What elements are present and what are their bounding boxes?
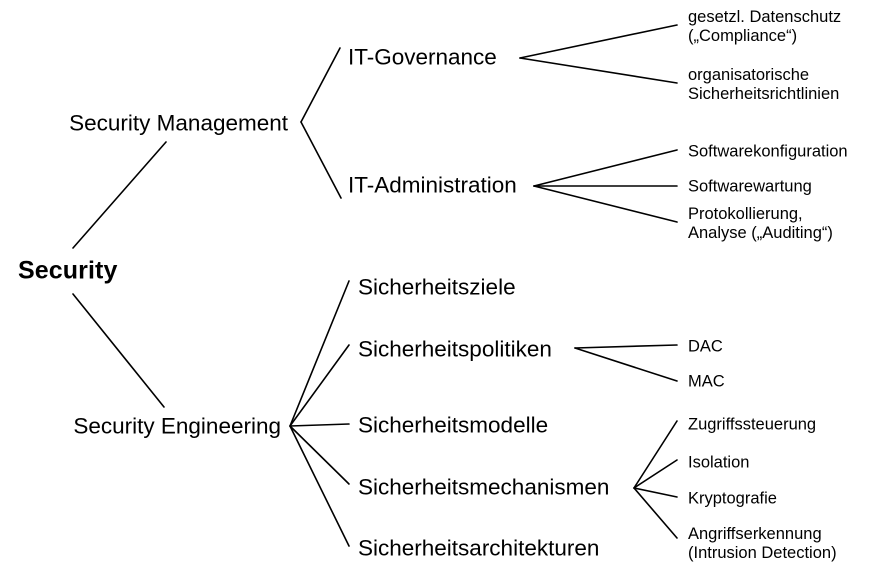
- node-admin: IT-Administration: [348, 172, 517, 198]
- node-eng: Security Engineering: [73, 413, 281, 439]
- node-mac: MAC: [688, 372, 725, 391]
- node-ds: gesetzl. Datenschutz („Compliance“): [688, 7, 842, 45]
- edge-eng-to-archit: [289, 425, 350, 547]
- node-krypto: Kryptografie: [688, 489, 777, 508]
- edge-mechan-to-isolation: [633, 459, 678, 489]
- edge-mechan-to-zugriff: [633, 420, 678, 489]
- edge-eng-to-mechan: [289, 425, 350, 485]
- node-swkonf: Softwarekonfiguration: [688, 142, 848, 161]
- edge-gov-to-ds: [519, 24, 678, 59]
- node-isolation: Isolation: [688, 453, 750, 472]
- edge-mechan-to-krypto: [633, 487, 678, 498]
- node-root: Security: [18, 256, 118, 285]
- node-angriff: Angriffserkennung (Intrusion Detection): [688, 524, 837, 562]
- edge-mgmt-to-admin: [300, 121, 342, 199]
- node-modelle: Sicherheitsmodelle: [358, 412, 549, 438]
- edge-mgmt-to-gov: [300, 47, 341, 123]
- node-swwart: Softwarewartung: [688, 177, 812, 196]
- node-orgsr: organisatorische Sicherheitsrichtlinien: [688, 65, 840, 103]
- node-mgmt: Security Management: [69, 110, 288, 136]
- edge-eng-to-ziele: [289, 280, 350, 427]
- node-gov: IT-Governance: [348, 44, 497, 70]
- node-mechan: Sicherheitsmechanismen: [358, 474, 610, 500]
- node-dac: DAC: [688, 337, 723, 356]
- edge-admin-to-proto: [533, 185, 678, 223]
- node-proto: Protokollierung, Analyse („Auditing“): [688, 204, 833, 242]
- node-politiken: Sicherheitspolitiken: [358, 336, 552, 362]
- node-zugriff: Zugriffssteuerung: [688, 415, 817, 434]
- node-ziele: Sicherheitsziele: [358, 274, 516, 300]
- edge-mechan-to-archit2: [633, 487, 678, 539]
- edge-politiken-to-mac: [574, 347, 678, 382]
- edge-gov-to-orgsr: [519, 57, 678, 84]
- edge-eng-to-politiken: [289, 344, 350, 427]
- edge-eng-to-modelle: [289, 423, 350, 427]
- edge-root-to-eng: [72, 293, 165, 408]
- edge-admin-to-swkonf: [533, 149, 678, 187]
- edge-root-to-mgmt: [72, 141, 167, 249]
- edge-politiken-to-dac: [574, 344, 678, 349]
- node-archit: Sicherheitsarchitekturen: [358, 535, 600, 561]
